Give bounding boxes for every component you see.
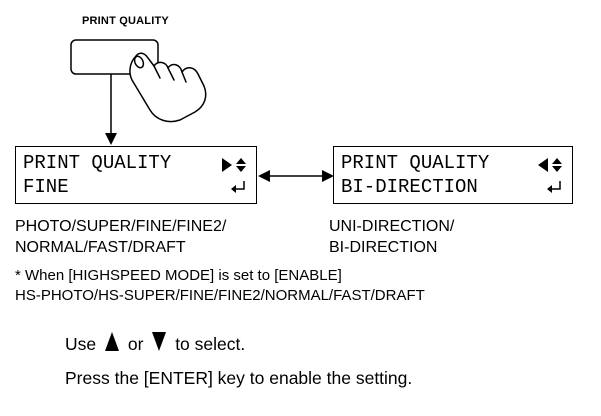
left-lcd-line2: FINE bbox=[23, 176, 69, 198]
left-options-line1: PHOTO/SUPER/FINE/FINE2/ bbox=[15, 218, 227, 235]
right-lcd-line1: PRINT QUALITY bbox=[341, 152, 490, 174]
to-select-text: to select. bbox=[175, 334, 246, 354]
note-line2: HS-PHOTO/HS-SUPER/FINE/FINE2/NORMAL/FAST… bbox=[15, 287, 425, 304]
up-triangle-icon bbox=[105, 332, 119, 351]
down-triangle-icon bbox=[152, 332, 167, 351]
right-options-line1: UNI-DIRECTION/ bbox=[329, 218, 455, 235]
right-options-line2: BI-DIRECTION bbox=[329, 239, 438, 256]
left-options-line2: NORMAL/FAST/DRAFT bbox=[15, 239, 186, 256]
left-lcd-display: PRINT QUALITY FINE bbox=[15, 146, 257, 204]
left-updown-arrows-icon bbox=[538, 158, 562, 172]
double-arrow-left-head bbox=[258, 170, 270, 182]
pressing-hand-icon bbox=[129, 52, 207, 123]
down-arrow-head bbox=[105, 133, 117, 145]
select-instruction: Use or to select. bbox=[65, 332, 245, 356]
button-label: PRINT QUALITY bbox=[82, 15, 169, 27]
right-lcd-line2: BI-DIRECTION bbox=[341, 176, 478, 198]
double-arrow-right-head bbox=[322, 170, 334, 182]
left-lcd-line1: PRINT QUALITY bbox=[23, 152, 172, 174]
use-text: Use bbox=[65, 334, 97, 354]
diagram-lines bbox=[70, 39, 334, 182]
enter-icon bbox=[547, 181, 561, 193]
enter-icon bbox=[231, 181, 245, 193]
or-text: or bbox=[127, 334, 144, 354]
right-lcd-display: PRINT QUALITY BI-DIRECTION bbox=[333, 146, 573, 204]
enter-instruction: Press the [ENTER] key to enable the sett… bbox=[65, 368, 413, 388]
right-updown-arrows-icon bbox=[222, 158, 246, 172]
note-line1: * When [HIGHSPEED MODE] is set to [ENABL… bbox=[15, 267, 342, 284]
